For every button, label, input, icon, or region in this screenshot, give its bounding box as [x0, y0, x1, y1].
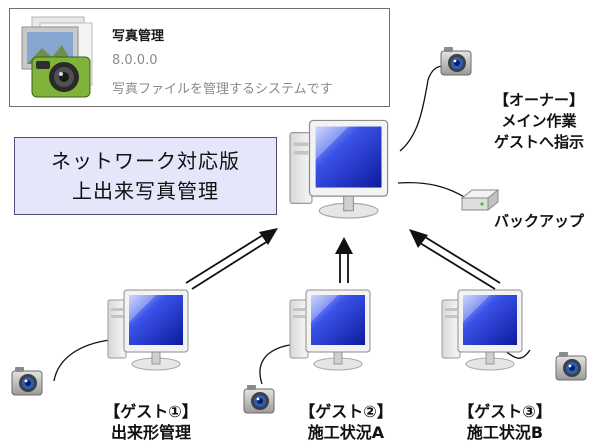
- guest1-label-line-2: 出来形管理: [110, 423, 191, 442]
- guest2-label: 【ゲスト②】 施工状況A: [281, 401, 411, 443]
- guest3-label-line-1: 【ゲスト③】: [458, 402, 552, 421]
- guest2-label-line-1: 【ゲスト②】: [299, 402, 393, 421]
- app-description: 写真ファイルを管理するシステムです: [112, 82, 333, 97]
- backup-cable: [397, 181, 467, 199]
- title-line-1: ネットワーク対応版: [51, 149, 240, 173]
- app-name: 写真管理: [112, 29, 165, 44]
- app-info-card: 写真管理 8.0.0.0 写真ファイルを管理するシステムです: [9, 8, 390, 107]
- title-line-2: 上出来写真管理: [72, 179, 219, 203]
- app-version: 8.0.0.0: [112, 53, 158, 68]
- guest3-camera-icon: [555, 351, 587, 381]
- guest1-label: 【ゲスト①】 出来形管理: [86, 401, 216, 443]
- owner-camera-icon: [440, 46, 472, 76]
- guest1-pc: [107, 289, 189, 371]
- owner-label-line-2: メイン作業: [501, 112, 577, 130]
- owner-label: 【オーナー】 メイン作業 ゲストへ指示: [478, 90, 600, 153]
- owner-label-line-1: 【オーナー】: [493, 91, 584, 109]
- guest2-camera-icon: [243, 384, 275, 414]
- title-box: ネットワーク対応版 上出来写真管理: [14, 137, 277, 215]
- guest1-camera-icon: [11, 366, 43, 396]
- guest3-label: 【ゲスト③】 施工状況B: [440, 401, 570, 443]
- owner-pc: [289, 119, 389, 219]
- owner-camera-cable: [399, 65, 445, 152]
- guest2-pc: [289, 289, 371, 371]
- arrow-guest1-to-owner: [185, 228, 278, 290]
- guest3-label-line-2: 施工状況B: [466, 423, 544, 442]
- guest3-pc: [441, 289, 523, 371]
- owner-label-line-3: ゲストへ指示: [493, 133, 584, 151]
- photo-app-icon: [21, 16, 93, 98]
- arrow-guest2-to-owner: [335, 237, 353, 283]
- backup-label: バックアップ: [493, 212, 584, 230]
- guest1-camera-cable: [53, 339, 111, 382]
- guest2-label-line-2: 施工状況A: [307, 423, 385, 442]
- backup-drive-icon: [460, 188, 500, 212]
- guest2-camera-cable: [259, 343, 297, 385]
- arrow-guest3-to-owner: [409, 229, 501, 290]
- guest1-label-line-1: 【ゲスト①】: [104, 402, 198, 421]
